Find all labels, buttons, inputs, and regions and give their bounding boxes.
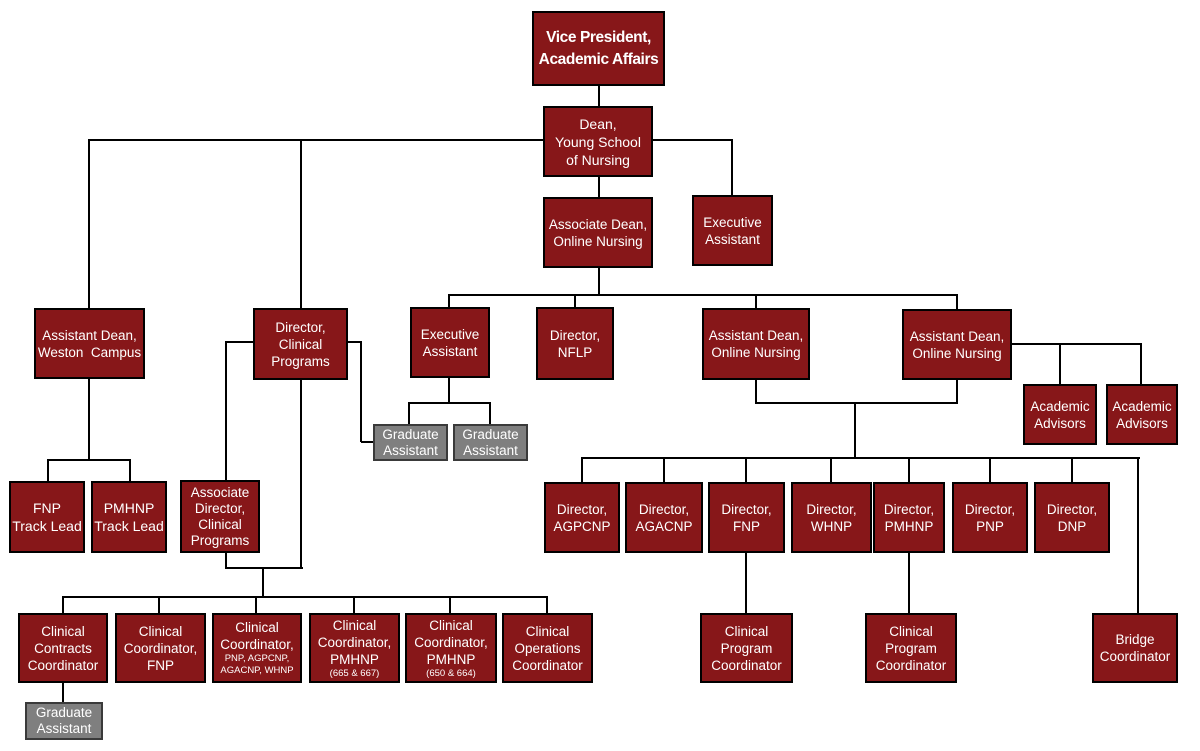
connector-line <box>360 341 362 442</box>
connector-line <box>300 139 302 308</box>
connector-line <box>731 139 733 195</box>
connector-line <box>449 294 958 296</box>
connector-line <box>598 177 600 197</box>
node-clinical-program-coordinator-1: Clinical Program Coordinator <box>700 613 793 683</box>
connector-line <box>755 380 757 404</box>
node-graduate-assistant-left: Graduate Assistant <box>373 424 448 461</box>
node-clinical-coordinator-pnp-agpcnp-agacnp-whnp: Clinical Coordinator, PNP, AGPCNP, AGACN… <box>212 613 302 683</box>
connector-line <box>88 139 90 308</box>
connector-line <box>88 379 90 461</box>
node-clinical-contracts-coordinator: Clinical Contracts Coordinator <box>18 613 108 683</box>
connector-line <box>908 457 910 482</box>
connector-line <box>745 457 747 482</box>
connector-line <box>1012 343 1142 345</box>
connector-line <box>574 294 576 307</box>
connector-line <box>663 457 665 482</box>
connector-line <box>262 567 264 597</box>
node-director-fnp: Director, FNP <box>708 482 785 553</box>
node-graduate-assistant-right: Graduate Assistant <box>453 424 528 461</box>
connector-line <box>1137 457 1139 613</box>
node-fnp-track-lead: FNP Track Lead <box>9 481 85 553</box>
node-director-dnp: Director, DNP <box>1034 482 1110 553</box>
connector-line <box>62 596 64 613</box>
node-director-agacnp: Director, AGACNP <box>625 482 703 553</box>
connector-line <box>408 402 410 424</box>
node-director-nflp: Director, NFLP <box>536 307 614 380</box>
node-director-clinical-programs: Director, Clinical Programs <box>253 308 348 380</box>
connector-line <box>1140 343 1142 384</box>
node-academic-advisors-1: Academic Advisors <box>1023 384 1097 445</box>
node-executive-assistant-top: Executive Assistant <box>692 195 773 266</box>
node-clinical-operations-coordinator: Clinical Operations Coordinator <box>502 613 593 683</box>
connector-line <box>989 457 991 482</box>
connector-line <box>300 380 302 569</box>
connector-line <box>956 294 958 309</box>
node-assistant-dean-online-nursing-2: Assistant Dean, Online Nursing <box>902 309 1012 380</box>
connector-line <box>47 459 49 481</box>
connector-line <box>956 380 958 404</box>
connector-line <box>448 294 450 307</box>
connector-line <box>226 341 254 343</box>
node-director-whnp: Director, WHNP <box>791 482 872 553</box>
connector-line <box>755 294 757 308</box>
connector-line <box>1071 457 1073 482</box>
connector-line <box>854 402 856 459</box>
connector-line <box>581 457 583 482</box>
node-director-pmhnp: Director, PMHNP <box>873 482 945 553</box>
connector-line <box>1059 343 1061 384</box>
connector-line <box>755 402 958 404</box>
node-clinical-coordinator-fnp: Clinical Coordinator, FNP <box>115 613 206 683</box>
node-vice-president-academic-affairs: Vice President, Academic Affairs <box>532 11 665 86</box>
node-graduate-assistant-bottom: Graduate Assistant <box>25 702 103 740</box>
connector-line <box>489 402 491 424</box>
node-director-agpcnp: Director, AGPCNP <box>544 482 620 553</box>
node-executive-assistant-mid: Executive Assistant <box>410 307 490 378</box>
node-clinical-program-coordinator-2: Clinical Program Coordinator <box>865 613 957 683</box>
connector-line <box>129 459 131 481</box>
connector-line <box>158 596 160 613</box>
connector-line <box>255 596 257 613</box>
connector-line <box>830 457 832 482</box>
connector-line <box>409 402 491 404</box>
connector-line <box>361 441 373 443</box>
connector-line <box>348 341 362 343</box>
connector-line <box>89 139 543 141</box>
node-pmhnp-track-lead: PMHNP Track Lead <box>91 481 167 553</box>
connector-line <box>598 86 600 106</box>
node-bridge-coordinator: Bridge Coordinator <box>1092 613 1178 683</box>
connector-line <box>546 596 548 613</box>
node-academic-advisors-2: Academic Advisors <box>1106 384 1178 445</box>
connector-line <box>353 596 355 613</box>
connector-line <box>449 596 451 613</box>
node-clinical-coordinator-pmhnp-650-664: Clinical Coordinator, PMHNP (650 & 664) <box>405 613 497 683</box>
connector-line <box>908 553 910 613</box>
connector-line <box>598 268 600 296</box>
node-clinical-coordinator-pmhnp-665-667: Clinical Coordinator, PMHNP (665 & 667) <box>309 613 400 683</box>
node-dean-young-school-of-nursing: Dean, Young School of Nursing <box>543 106 653 177</box>
connector-line <box>48 459 131 461</box>
node-associate-director-clinical-programs: Associate Director, Clinical Programs <box>180 480 260 553</box>
connector-line <box>226 567 303 569</box>
connector-line <box>62 596 548 598</box>
connector-line <box>225 553 227 569</box>
connector-line <box>745 553 747 613</box>
connector-line <box>581 457 1140 459</box>
node-assistant-dean-weston-campus: Assistant Dean, Weston Campus <box>34 308 145 379</box>
connector-line <box>62 683 64 702</box>
connector-line <box>448 378 450 404</box>
node-assistant-dean-online-nursing-1: Assistant Dean, Online Nursing <box>702 308 810 380</box>
connector-line <box>225 341 227 480</box>
node-associate-dean-online-nursing: Associate Dean, Online Nursing <box>543 197 653 268</box>
connector-line <box>653 139 733 141</box>
node-director-pnp: Director, PNP <box>952 482 1028 553</box>
